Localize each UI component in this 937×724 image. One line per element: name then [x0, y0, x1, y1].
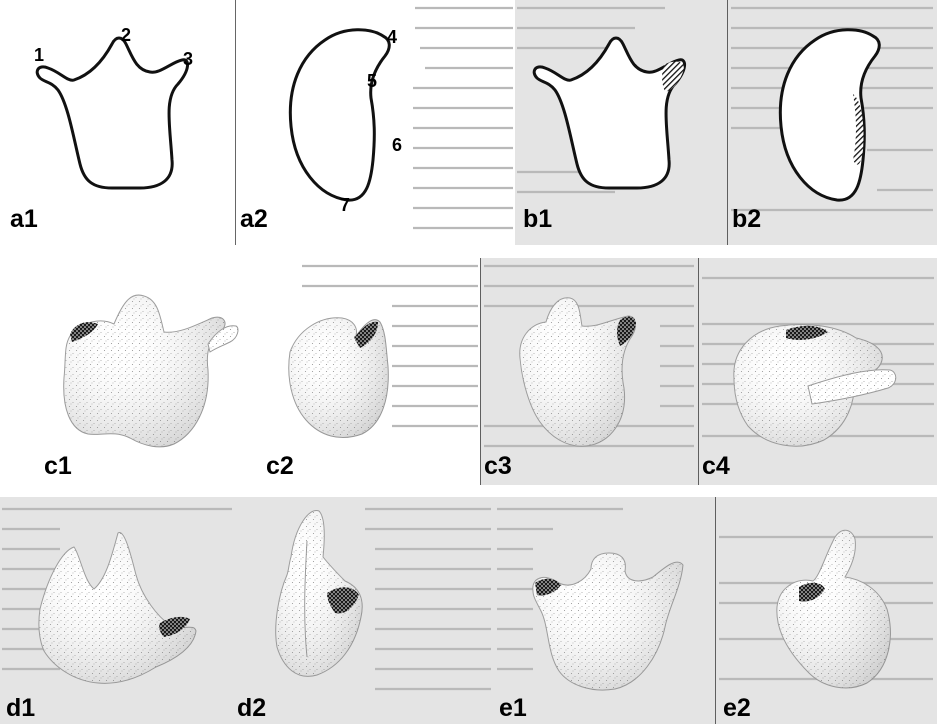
landmark-3: 3: [183, 50, 193, 68]
panel-b2: b2: [727, 0, 937, 245]
landmark-5: 5: [367, 72, 377, 90]
landmark-2: 2: [121, 26, 131, 44]
panel-a1: 1 2 3 a1: [0, 0, 235, 245]
panel-label-e1: e1: [499, 696, 527, 721]
panel-e1: e1: [493, 497, 715, 724]
panel-c2: c2: [262, 258, 480, 485]
panel-c4: c4: [698, 258, 937, 485]
panel-label-c4: c4: [702, 454, 730, 479]
panel-label-a2: a2: [240, 207, 268, 232]
panel-d2: d2: [235, 497, 493, 724]
panel-label-d1: d1: [6, 696, 35, 721]
landmark-7: 7: [340, 196, 350, 214]
panel-label-b1: b1: [523, 207, 552, 232]
panel-label-c1: c1: [44, 454, 72, 479]
panel-d1: d1: [0, 497, 235, 724]
panel-label-a1: a1: [10, 207, 38, 232]
landmark-1: 1: [34, 46, 44, 64]
panel-label-c3: c3: [484, 454, 512, 479]
panel-label-c2: c2: [266, 454, 294, 479]
panel-c1: c1: [40, 258, 262, 485]
panel-a2: 4 5 6 7 a2: [235, 0, 515, 245]
panel-label-d2: d2: [237, 696, 266, 721]
landmark-4: 4: [387, 28, 397, 46]
landmark-6: 6: [392, 136, 402, 154]
panel-b1: b1: [515, 0, 727, 245]
panel-label-e2: e2: [723, 696, 751, 721]
panel-c3: c3: [480, 258, 698, 485]
panel-e2: e2: [715, 497, 937, 724]
panel-label-b2: b2: [732, 207, 761, 232]
